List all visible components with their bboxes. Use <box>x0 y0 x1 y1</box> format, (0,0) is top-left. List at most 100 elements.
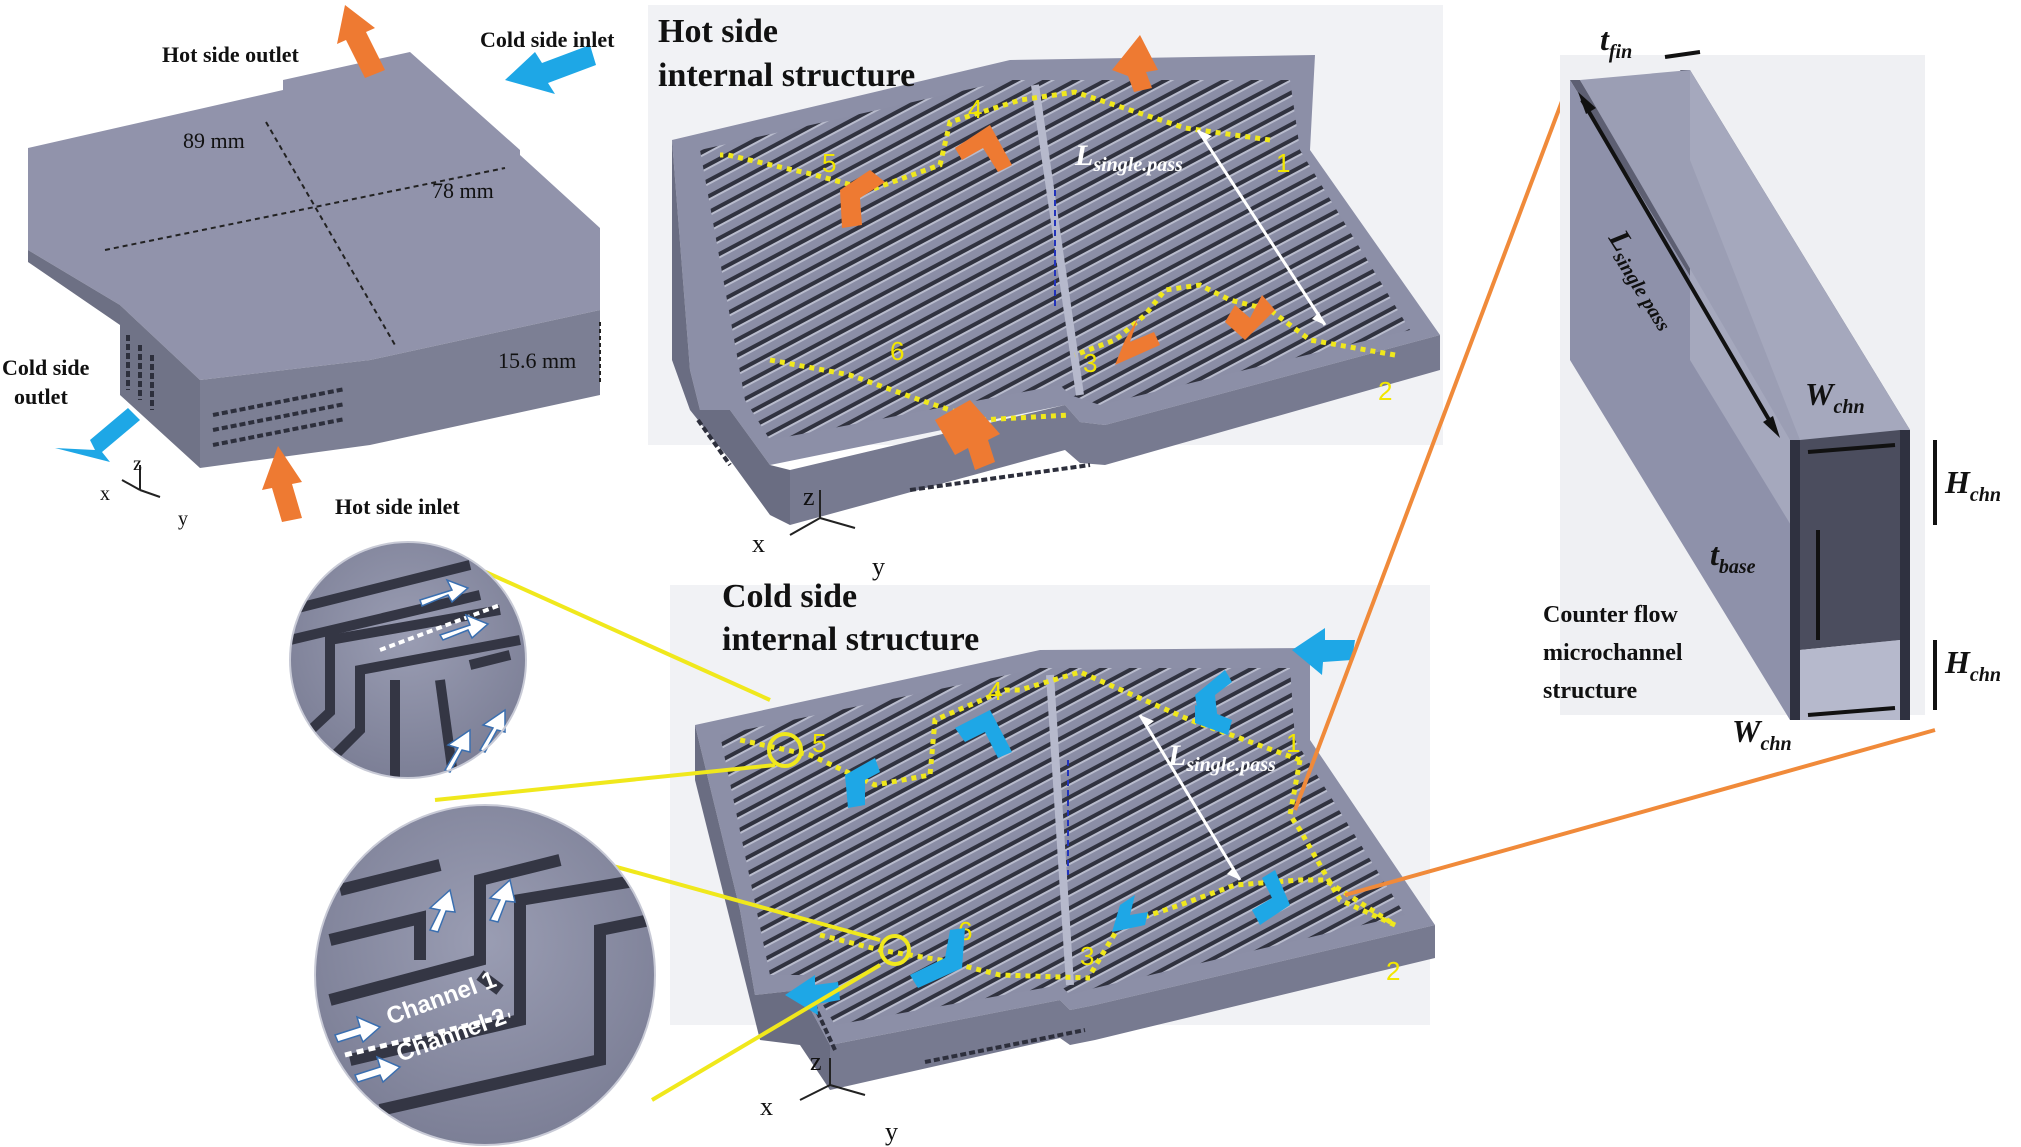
hot-inlet-arrow <box>262 446 302 522</box>
cold-turn-arrow-6 <box>910 928 965 988</box>
hot-outlet-internal-arrow <box>1112 35 1158 92</box>
hot-axis-y: y <box>872 552 885 581</box>
cold-side-title-2: internal structure <box>722 621 979 658</box>
lens1-arrow-c <box>443 728 471 773</box>
cold-outlet-arrow <box>55 408 140 462</box>
cold-axes <box>799 1058 866 1101</box>
mc-wchn-top-label: Wchn <box>1805 376 1865 418</box>
lens2-arrow-c <box>333 1015 382 1044</box>
exterior-top-face <box>28 52 600 380</box>
hot-pass-1: 1 <box>1276 148 1290 178</box>
dim-line-89 <box>265 121 396 346</box>
mc-length-head-1 <box>1578 92 1596 114</box>
cold-turn-arrow-2 <box>1252 870 1290 925</box>
microchannel-structure <box>1560 50 1937 720</box>
hot-outlet-label: Hot side outlet <box>162 42 300 67</box>
lens2-arrow-d <box>353 1055 402 1084</box>
mc-caption-1: Counter flow <box>1543 602 1679 628</box>
cold-turn-arrow-3 <box>1112 895 1148 932</box>
hot-inlet-label: Hot side inlet <box>335 494 460 519</box>
lens1-marker <box>767 732 803 768</box>
hot-length-arrow <box>1196 129 1327 326</box>
cold-center-wall <box>1046 674 1074 986</box>
dim-78: 78 mm <box>432 178 494 203</box>
cold-side-panel: Lsingle.pass 1 2 3 4 5 6 <box>670 585 1435 1090</box>
cold-outlet-label-1: Cold side <box>2 355 90 380</box>
hot-side-title-2: internal structure <box>658 57 915 94</box>
detail-lens-2: Channel 1 Channel 2 <box>314 804 656 1146</box>
hot-plate-side <box>672 140 790 525</box>
hot-flow-path-6 <box>769 357 1071 423</box>
mc-length-head-2 <box>1763 416 1780 438</box>
ext-axis-y: y <box>178 508 188 530</box>
hot-flow-path-lower <box>1074 282 1396 358</box>
ext-axis-x: x <box>100 483 110 505</box>
cold-axis-y: y <box>885 1117 898 1146</box>
hot-length-label: Lsingle.pass <box>1074 139 1183 176</box>
lens2-arrow-b <box>488 878 516 923</box>
lens1-arrow-a <box>419 578 470 608</box>
mc-wchn-bottom-label: Wchn <box>1732 713 1792 755</box>
cold-inlet-internal-arrow <box>1292 628 1355 675</box>
lens2-leader-bottom <box>650 963 882 1102</box>
hot-pass-3: 3 <box>1083 348 1097 378</box>
cold-turn-arrow-4 <box>955 710 1012 758</box>
lens1-leader-top <box>469 563 771 702</box>
detail-lens-1 <box>289 541 527 779</box>
cold-length-head-2 <box>1227 867 1240 880</box>
hot-axis-x: x <box>752 529 765 558</box>
cold-turn-arrow-5 <box>845 758 880 808</box>
lens1-leader-bottom <box>434 763 776 802</box>
cold-length-arrow <box>1138 714 1242 881</box>
hot-axis-z: z <box>803 482 815 511</box>
mc-caption-3: structure <box>1543 678 1638 704</box>
mc-wchn-bottom-arrow <box>1807 706 1896 717</box>
cold-outlet-internal-arrow <box>785 975 840 1015</box>
hot-turn-arrow-4 <box>955 125 1012 172</box>
cold-inlet-label: Cold side inlet <box>480 27 615 52</box>
mc-tbase-label: tbase <box>1710 536 1756 578</box>
hot-side-panel: Lsingle.pass 1 2 3 4 5 6 <box>648 5 1443 525</box>
cold-side-title-1: Cold side <box>722 578 857 615</box>
hot-inlet-internal-arrow <box>935 400 1000 470</box>
hot-turn-arrow-2 <box>1225 295 1275 340</box>
lens2-arrow-a <box>428 888 456 933</box>
hot-length-head-2 <box>1312 312 1325 325</box>
cold-axis-x: x <box>760 1092 773 1121</box>
hot-center-wall <box>1031 84 1084 396</box>
cold-turn-arrow-1b <box>1195 705 1232 735</box>
mc-tfin-label: tfin <box>1600 21 1632 63</box>
hot-side-title-1: Hot side <box>658 13 778 50</box>
dim-156: 15.6 mm <box>498 348 576 373</box>
hot-length-head-1 <box>1198 130 1212 142</box>
cold-pass-1: 1 <box>1286 728 1300 758</box>
cold-length-label: Lsingle.pass <box>1167 739 1276 776</box>
mc-front-right <box>1900 430 1910 720</box>
hot-plate-front <box>790 335 1440 525</box>
hot-axes <box>789 490 856 536</box>
mc-hchn-top-label: Hchn <box>1944 464 2001 506</box>
cold-pass-2: 2 <box>1386 956 1400 986</box>
mc-channel-floor <box>1580 70 1800 440</box>
exterior-axes <box>121 465 161 498</box>
mc-front-left <box>1790 440 1800 720</box>
mc-lower-channel <box>1800 640 1900 720</box>
mc-left-face <box>1570 80 1790 720</box>
hot-flow-path <box>720 89 1271 193</box>
hot-turn-arrow-3 <box>1115 318 1160 365</box>
lens1-arrow-b <box>438 613 490 641</box>
ext-axis-z: z <box>133 453 142 475</box>
hot-pass-2: 2 <box>1378 376 1392 406</box>
cold-flow-path-6 <box>819 932 1091 981</box>
cold-pass-4: 4 <box>988 676 1002 706</box>
hot-pass-6: 6 <box>890 336 904 366</box>
lens2-marker <box>879 934 911 966</box>
mc-wchn-top-arrow <box>1807 443 1896 454</box>
mc-caption-2: microchannel <box>1543 640 1683 666</box>
exterior-port-slots <box>126 335 346 447</box>
cold-pass-3: 3 <box>1080 941 1094 971</box>
cold-inlet-arrow <box>505 45 596 94</box>
cold-axis-z: z <box>810 1047 822 1076</box>
hot-turn-arrow-5 <box>840 170 885 228</box>
